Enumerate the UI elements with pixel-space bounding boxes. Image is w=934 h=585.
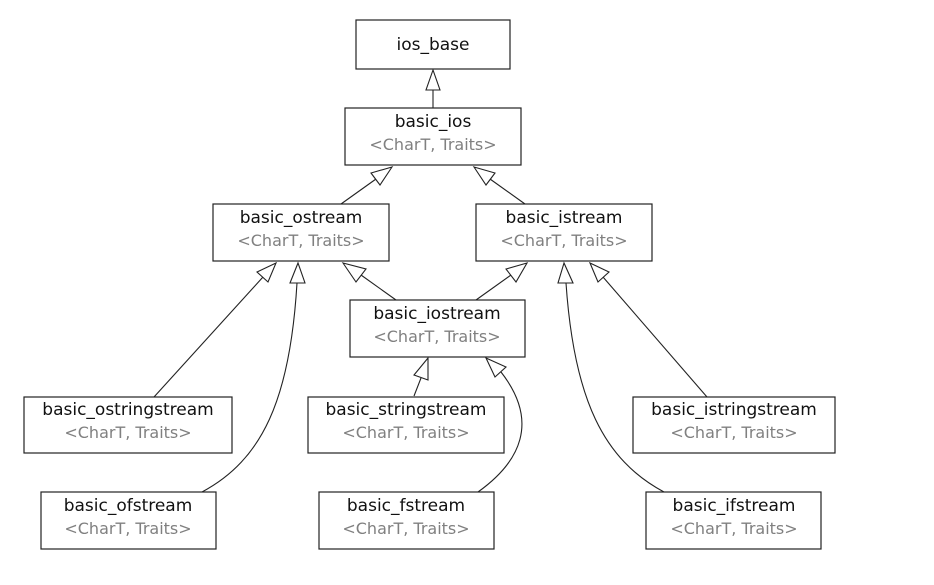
edge-basic-istream-to-basic-ios — [472, 166, 526, 205]
class-basic-ostringstream: basic_ostringstream <CharT, Traits> — [23, 396, 233, 454]
edge-basic-ostream-to-basic-ios — [340, 166, 394, 205]
class-basic-iostream: basic_iostream <CharT, Traits> — [349, 299, 526, 358]
class-name: basic_iostream — [373, 304, 500, 324]
template-args: <CharT, Traits> — [670, 519, 797, 538]
class-name: basic_ostream — [240, 208, 363, 228]
edge-basic-iostream-to-basic-ostream — [341, 262, 397, 301]
template-args: <CharT, Traits> — [237, 231, 364, 250]
class-basic-stringstream: basic_stringstream <CharT, Traits> — [307, 396, 505, 454]
edge-basic-ostringstream-to-basic-ostream — [153, 261, 278, 398]
template-args: <CharT, Traits> — [342, 519, 469, 538]
edge-basic-ifstream-to-basic-istream — [557, 261, 665, 493]
class-name: basic_istream — [506, 208, 623, 228]
class-basic-ifstream: basic_ifstream <CharT, Traits> — [645, 491, 822, 550]
class-name: basic_ostringstream — [42, 400, 213, 420]
edge-basic-stringstream-to-basic-iostream — [413, 356, 429, 397]
class-ios-base: ios_base — [355, 19, 511, 70]
class-basic-istream: basic_istream <CharT, Traits> — [475, 203, 653, 262]
template-args: <CharT, Traits> — [500, 231, 627, 250]
class-basic-istringstream: basic_istringstream <CharT, Traits> — [632, 396, 836, 454]
class-basic-ios: basic_ios <CharT, Traits> — [344, 107, 522, 166]
class-name: basic_ifstream — [673, 496, 796, 516]
class-name: basic_istringstream — [651, 400, 817, 420]
edge-basic-ofstream-to-basic-ostream — [201, 261, 306, 493]
class-name: basic_ofstream — [64, 496, 193, 516]
template-args: <CharT, Traits> — [342, 423, 469, 442]
edge-basic-istringstream-to-basic-istream — [588, 261, 708, 398]
template-args: <CharT, Traits> — [64, 519, 191, 538]
template-args: <CharT, Traits> — [64, 423, 191, 442]
edge-basic-iostream-to-basic-istream — [475, 262, 529, 301]
edge-basic-fstream-to-basic-iostream — [477, 356, 523, 493]
template-args: <CharT, Traits> — [369, 135, 496, 154]
edge-basic-ios-to-ios-base — [425, 68, 441, 108]
class-basic-ofstream: basic_ofstream <CharT, Traits> — [40, 491, 217, 550]
class-name: basic_fstream — [347, 496, 465, 516]
class-name: ios_base — [396, 35, 469, 55]
class-name: basic_stringstream — [325, 400, 486, 420]
inheritance-edges — [153, 68, 708, 493]
class-name: basic_ios — [395, 112, 472, 132]
template-args: <CharT, Traits> — [670, 423, 797, 442]
template-args: <CharT, Traits> — [373, 327, 500, 346]
class-basic-fstream: basic_fstream <CharT, Traits> — [318, 491, 495, 550]
class-basic-ostream: basic_ostream <CharT, Traits> — [212, 203, 390, 262]
